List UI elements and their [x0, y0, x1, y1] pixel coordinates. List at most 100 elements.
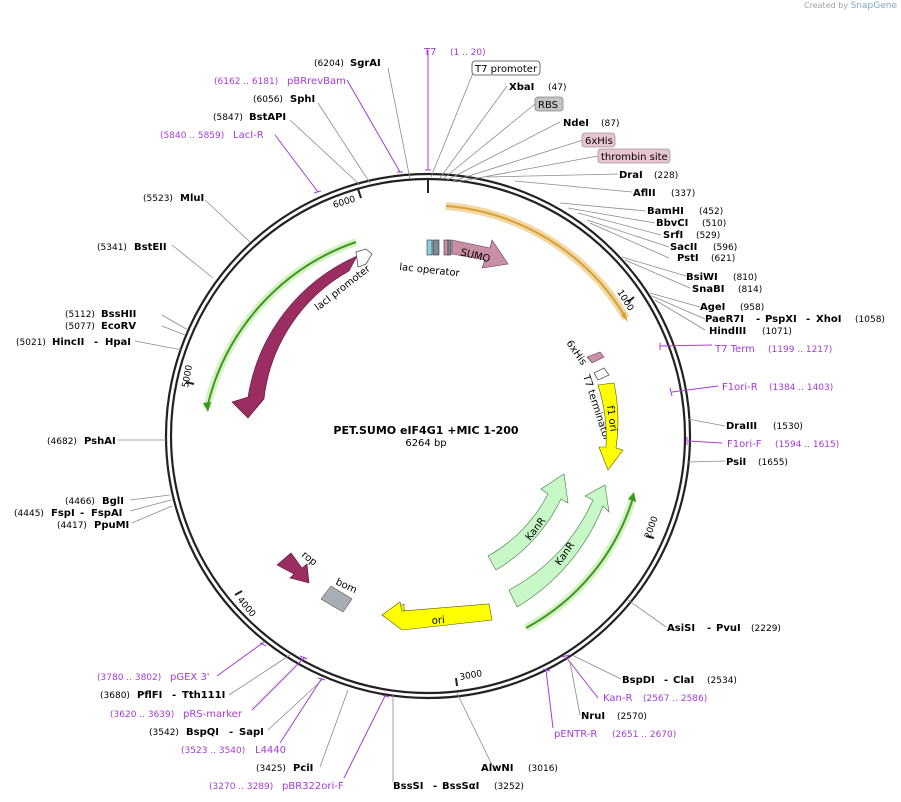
enzyme-bspqi-pos: (3542): [149, 728, 179, 738]
enzyme-mlui-pos: (5523): [143, 194, 173, 204]
enzyme-hincii-pos: (5021): [16, 338, 46, 348]
primer-pbrrevbam: pBRrevBam: [287, 76, 346, 87]
primer-pgex3-range: (3780 .. 3802): [97, 673, 161, 683]
rop-feature: [276, 552, 310, 584]
enzyme-alwni-pos: (3016): [528, 764, 558, 774]
enzyme-snabi-pos: (814): [738, 285, 762, 295]
primer-f1ori-r: F1ori-R: [722, 382, 758, 393]
leader-lines: [118, 67, 726, 782]
enzyme-asisi: AsiSI: [667, 623, 695, 634]
enzyme-sep-pae7i: -: [756, 314, 760, 325]
enzyme-sep-hincii: -: [94, 337, 98, 348]
enzyme-srfi: SrfI: [663, 230, 683, 241]
enzyme-draiii-pos: (1530): [773, 422, 803, 432]
primer-f1ori-r-range: (1384 .. 1403): [769, 383, 833, 393]
enzyme-hindiii-pos: (1071): [762, 327, 792, 337]
enzyme-clai: ClaI: [673, 675, 694, 686]
tick-marks: [185, 178, 655, 687]
primer-pentr-r: pENTR-R: [554, 729, 597, 740]
t7-terminator-arrow: [593, 367, 610, 381]
primer-f1ori-f-range: (1594 .. 1615): [775, 440, 839, 450]
kanr-feature-b: [508, 484, 610, 608]
primer-t7-term-range: (1199 .. 1217): [768, 345, 832, 355]
snapgene-credit: Created by SnapGene: [804, 1, 897, 11]
enzyme-pflfi-pos: (3680): [100, 691, 130, 701]
enzyme-drai: DraI: [619, 170, 643, 181]
primer-t7-term: T7 Term: [714, 344, 755, 355]
enzyme-bsshii: BssHII: [101, 309, 136, 320]
rbs-label: RBS: [538, 100, 558, 111]
highlight-arc-orange: [445, 202, 630, 321]
enzyme-aflii-pos: (337): [671, 189, 695, 199]
enzyme-bamhi: BamHI: [647, 206, 684, 217]
thrombin-site-label: thrombin site: [601, 152, 668, 163]
primer-prs-marker-range: (3620 .. 3639): [110, 710, 174, 720]
primer-leaders: [216, 50, 723, 779]
laci-feature: [231, 255, 358, 419]
f1-ori-label: f1 ori: [604, 405, 619, 432]
enzyme-bsteii-pos: (5341): [97, 243, 127, 253]
plasmid-title: PET.SUMO eIF4G1 +MIC 1-200: [333, 424, 518, 437]
enzyme-bsiwi: BsiWI: [686, 272, 718, 283]
snapgene-brand: SnapGene: [850, 1, 897, 11]
kanr-feature-a: [487, 473, 569, 571]
enzyme-pvui-pos: (2229): [751, 624, 781, 634]
enzyme-pcii: PciI: [293, 763, 313, 774]
tick-3000: 3000: [459, 669, 484, 683]
boxed-6xhis-label: 6xHis: [585, 136, 613, 147]
primer-labels: T7 (1 .. 20) (6162 .. 6181) pBRrevBam (5…: [97, 47, 839, 792]
enzyme-bsssai-pos: (3252): [494, 782, 524, 792]
enzyme-hincii: HincII: [52, 337, 84, 348]
enzyme-ndei-pos: (87): [601, 119, 619, 129]
enzyme-bbvci-pos: (510): [702, 219, 726, 229]
lac-operator-box: [426, 239, 433, 256]
enzyme-hpai: HpaI: [105, 337, 131, 348]
enzyme-fspi: FspI: [51, 508, 75, 519]
enzyme-sep-fspi: -: [80, 508, 84, 519]
enzyme-sacii: SacII: [670, 242, 697, 253]
enzyme-sapi: SapI: [239, 727, 264, 738]
ori-label: ori: [431, 615, 445, 627]
enzyme-bgli: BglI: [102, 496, 124, 507]
enzyme-bspdi: BspDI: [622, 675, 655, 686]
enzyme-xbai: XbaI: [509, 82, 534, 93]
enzyme-bstapi-pos: (5847): [213, 113, 243, 123]
primer-pbr322ori-f-range: (3270 .. 3289): [209, 782, 273, 792]
enzyme-agei-pos: (958): [740, 303, 764, 313]
inner-6xhis-label: 6xHis: [564, 338, 589, 367]
primer-pbrrevbam-range: (6162 .. 6181): [214, 77, 278, 87]
enzyme-sphi-pos: (6056): [253, 95, 283, 105]
primer-kan-r-range: (2567 .. 2586): [643, 694, 707, 704]
enzyme-draiii: DraIII: [726, 421, 757, 432]
enzyme-tth111i: Tth111I: [182, 690, 225, 701]
enzyme-xhoi-pos: (1058): [855, 315, 885, 325]
enzyme-hindiii: HindIII: [709, 326, 746, 337]
enzyme-psti: PstI: [677, 253, 699, 264]
enzyme-psii-pos: (1655): [758, 458, 788, 468]
primer-laci-r-range: (5840 .. 5859): [160, 131, 224, 141]
enzyme-psti-pos: (621): [711, 254, 735, 264]
enzyme-xhoi: XhoI: [816, 314, 841, 325]
primer-pentr-r-range: (2651 .. 2670): [612, 730, 676, 740]
plasmid-size: 6264 bp: [405, 438, 446, 449]
enzyme-sep-bspqi: -: [229, 727, 233, 738]
enzyme-bsiwi-pos: (810): [733, 273, 757, 283]
enzyme-pcii-pos: (3425): [256, 764, 286, 774]
primer-t7: T7: [423, 47, 436, 58]
enzyme-srfi-pos: (529): [696, 231, 720, 241]
enzyme-pflfi: PflFI: [137, 690, 162, 701]
enzyme-pvui: PvuI: [716, 623, 741, 634]
enzyme-labels: (6204) SgrAI (6056) SphI (5847) BstAPI (…: [14, 58, 885, 792]
tick-2000: 2000: [643, 515, 660, 540]
enzyme-fspi-pos: (4445): [14, 509, 44, 519]
enzyme-nrui-pos: (2570): [617, 712, 647, 722]
enzyme-agei: AgeI: [700, 302, 725, 313]
inner-6xhis-arrow: [586, 351, 605, 364]
enzyme-bsteii: BstEII: [134, 242, 167, 253]
enzyme-bsshii-pos: (5112): [65, 310, 95, 320]
enzyme-sep-pspxi: -: [806, 314, 810, 325]
enzyme-ppumi-pos: (4417): [57, 521, 87, 531]
enzyme-sgrai-pos: (6204): [314, 59, 344, 69]
laci-promoter-arrow: [355, 248, 373, 268]
credit-prefix: Created by: [804, 1, 849, 10]
